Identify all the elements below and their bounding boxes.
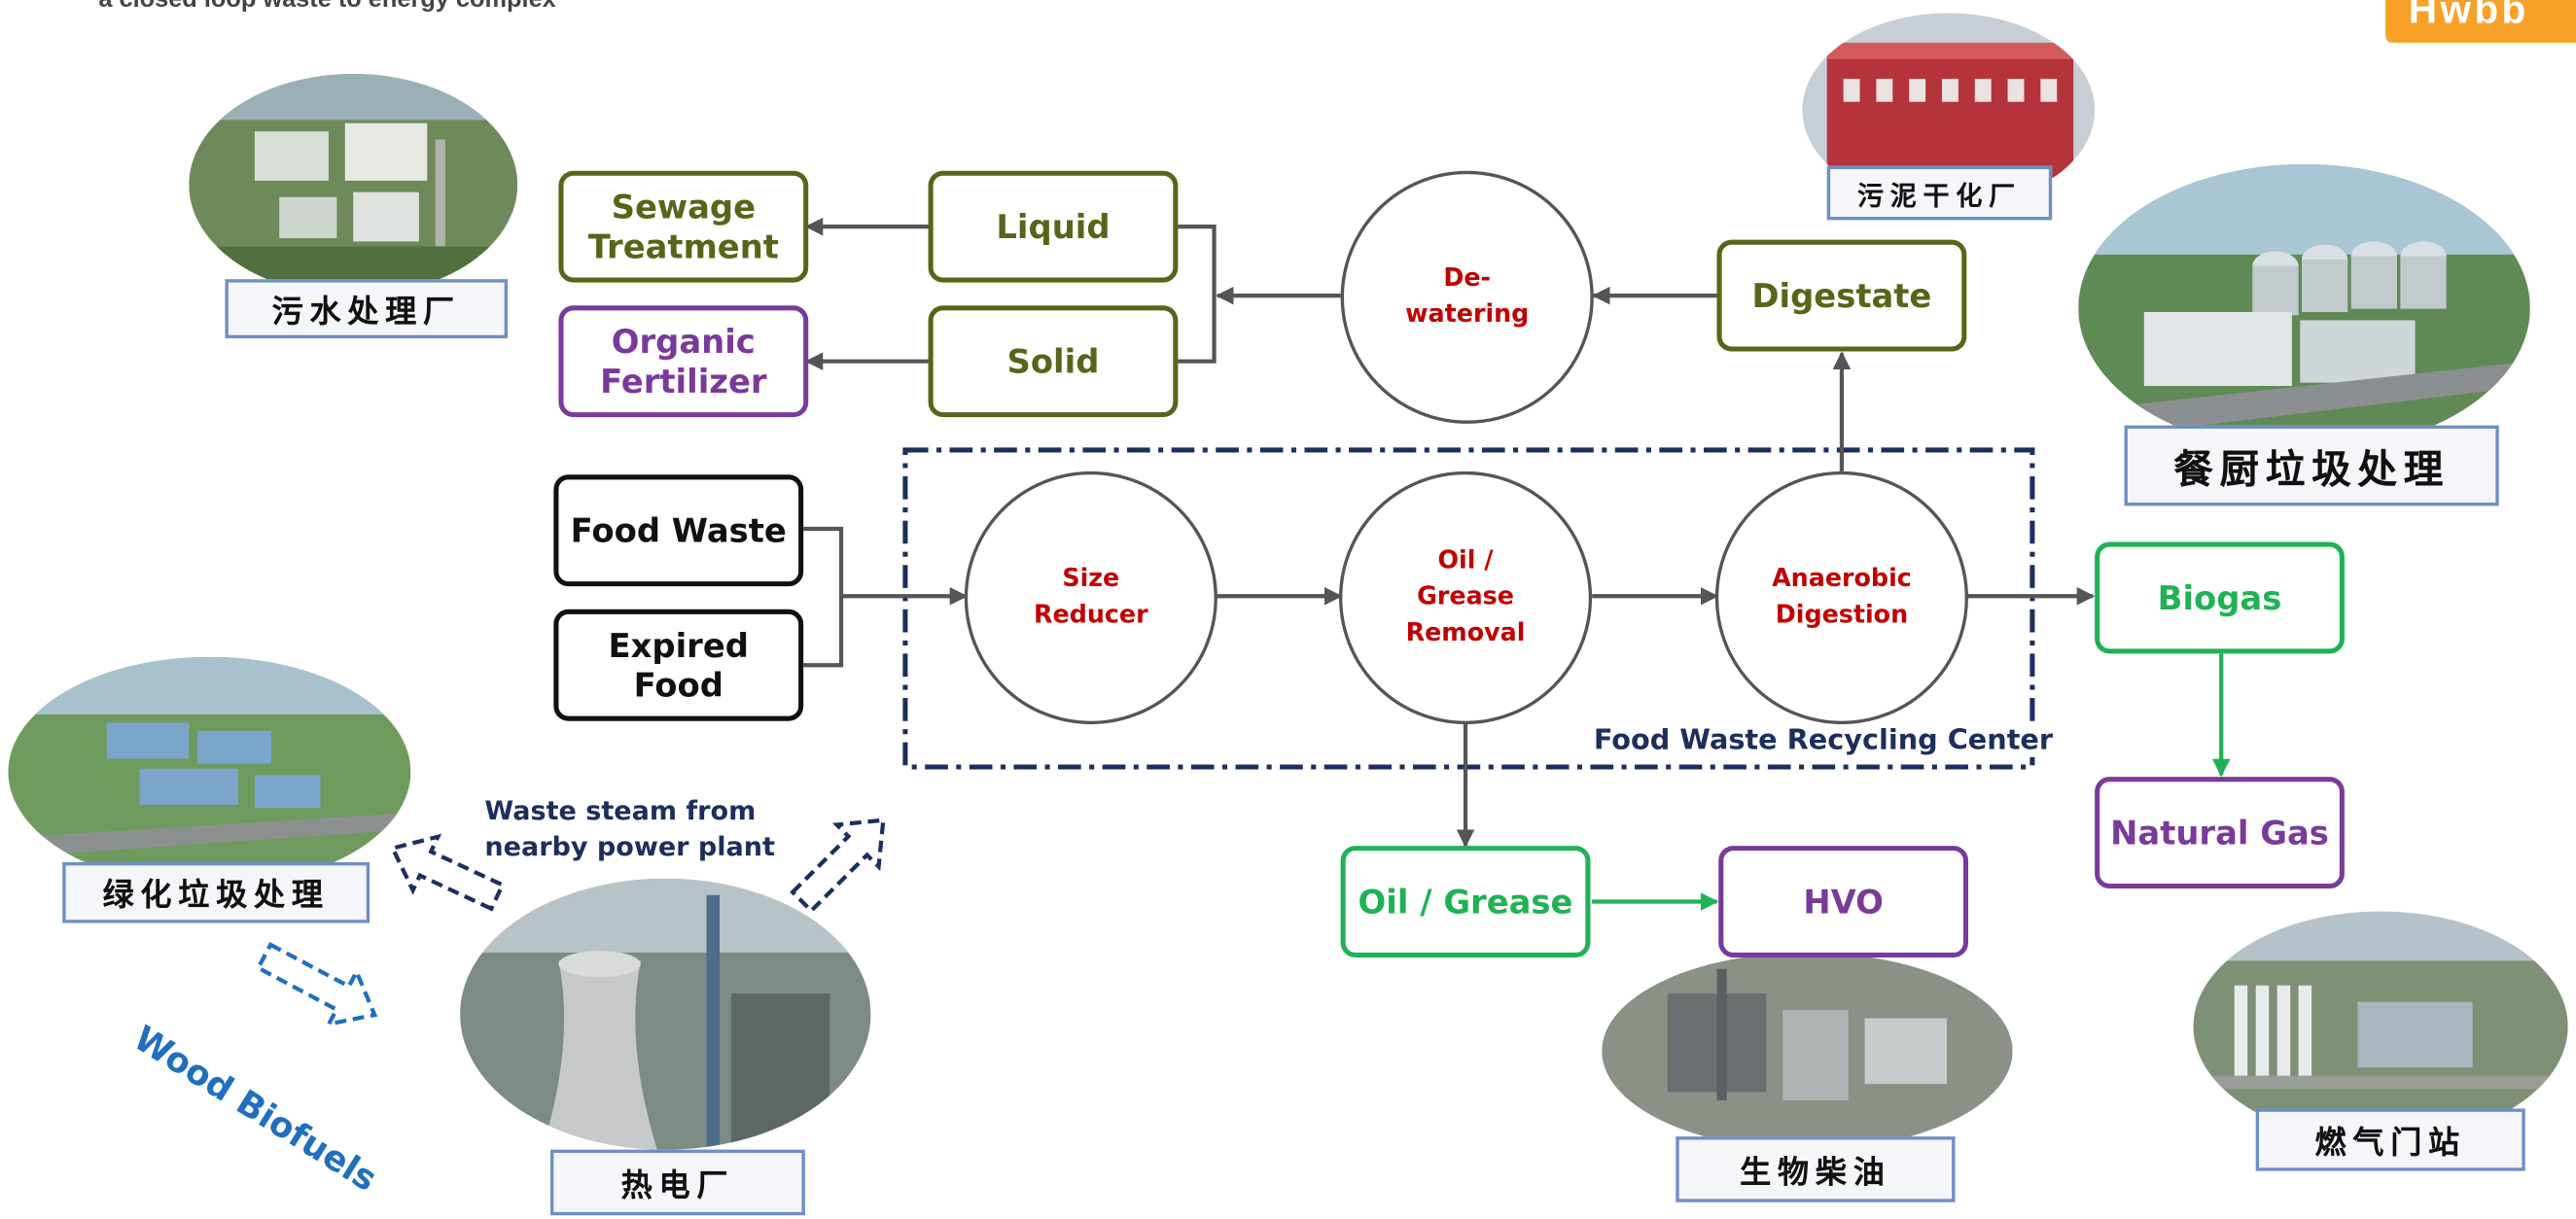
oil-grease-box: Oil / Grease: [1340, 846, 1591, 958]
expired-food-label: Expired Food: [608, 625, 749, 705]
wood-biofuels-arrow: [255, 941, 378, 1027]
caption-biodiesel: 生物柴油: [1676, 1136, 1956, 1202]
company-logo: Hwbb: [2385, 0, 2576, 43]
caption-gas-station: 燃气门站: [2255, 1108, 2525, 1171]
anaerobic-digestion-circle: Anaerobic Digestion: [1714, 470, 1969, 725]
diagram-subtitle: a closed loop waste to energy complex: [98, 0, 555, 14]
liquid-label: Liquid: [996, 206, 1111, 247]
steam-arrow-to-center: [790, 818, 886, 914]
steam-arrow-to-green-waste: [389, 833, 506, 912]
waste-steam-label: Waste steam from nearby power plant: [484, 794, 775, 863]
dewatering-label: De- watering: [1405, 262, 1530, 329]
sewage-plant-photo: [189, 74, 518, 296]
organic-fertilizer-box: Organic Fertilizer: [558, 305, 809, 418]
solid-label: Solid: [1006, 341, 1100, 381]
green-waste-plant-photo: [8, 656, 411, 888]
recycling-center-label: Food Waste Recycling Center: [1590, 724, 2057, 757]
food-waste-box: Food Waste: [553, 474, 804, 587]
recycling-center-boundary: [902, 447, 2035, 770]
liquid-box: Liquid: [928, 170, 1179, 283]
size-reducer-label: Size Reducer: [1034, 563, 1148, 630]
logo-text: Hwbb: [2408, 0, 2529, 33]
hvo-box: HVO: [1718, 846, 1969, 958]
anaerobic-digestion-label: Anaerobic Digestion: [1772, 563, 1912, 630]
kitchen-waste-plant-photo: [2078, 163, 2530, 452]
natural-gas-box: Natural Gas: [2095, 777, 2345, 889]
oil-grease-removal-label: Oil / Grease Removal: [1405, 545, 1526, 647]
oil-grease-removal-circle: Oil / Grease Removal: [1338, 470, 1593, 725]
sewage-treatment-box: Sewage Treatment: [558, 170, 809, 283]
food-waste-label: Food Waste: [570, 510, 787, 550]
digestate-label: Digestate: [1751, 275, 1932, 316]
natural-gas-label: Natural Gas: [2110, 813, 2329, 853]
power-plant-photo: [460, 878, 871, 1150]
sludge-drying-photo: [1802, 13, 2096, 207]
digestate-box: Digestate: [1716, 239, 1967, 352]
size-reducer-circle: Size Reducer: [964, 470, 1217, 725]
hvo-label: HVO: [1803, 882, 1884, 922]
sewage-treatment-label: Sewage Treatment: [587, 187, 779, 266]
caption-green-waste: 绿化垃圾处理: [62, 861, 371, 923]
oil-grease-label: Oil / Grease: [1358, 882, 1573, 922]
solid-box: Solid: [928, 305, 1179, 418]
gas-station-photo: [2193, 911, 2568, 1142]
organic-fertilizer-label: Organic Fertilizer: [600, 322, 767, 401]
caption-sewage-plant: 污水处理厂: [225, 279, 509, 339]
biogas-box: Biogas: [2095, 541, 2345, 654]
biodiesel-plant-photo: [1602, 952, 2013, 1150]
biogas-label: Biogas: [2157, 577, 2282, 618]
expired-food-box: Expired Food: [553, 609, 804, 721]
dewatering-circle: De- watering: [1340, 170, 1594, 424]
caption-power-plant: 热电厂: [549, 1149, 805, 1216]
caption-kitchen-waste: 餐厨垃圾处理: [2124, 425, 2499, 506]
caption-sludge-drying: 污泥干化厂: [1826, 165, 2053, 221]
